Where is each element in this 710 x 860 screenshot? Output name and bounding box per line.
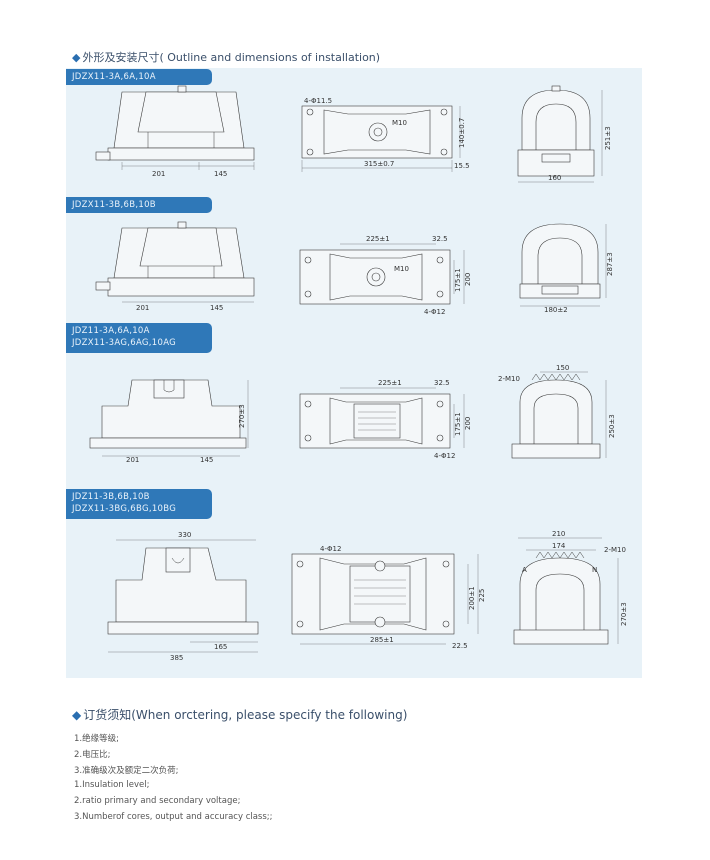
dim-r1-e: 140±0.7 [458, 118, 466, 148]
diamond-bullet-icon: ◆ [72, 51, 81, 64]
order-item-2: 2.电压比; [74, 750, 111, 760]
model-tab-2: JDZX11-3B,6B,10B [66, 197, 212, 213]
dim-r1-a: 201 [152, 170, 165, 178]
dim-r3-e: 32.5 [434, 379, 450, 387]
dim-r3-a: 201 [126, 456, 139, 464]
section-title-text: 外形及安装尺寸( Outline and dimensions of insta… [82, 51, 381, 64]
dim-r4-a: 330 [178, 531, 191, 539]
section-title-ordering: ◆订货须知(When orctering, please specify the… [72, 706, 407, 723]
dim-r2-g: 200 [464, 273, 472, 286]
diamond-bullet-icon: ◆ [72, 708, 82, 722]
row3-side-view: 2-M10 150 250±3 [498, 364, 616, 459]
row2-top-view: 225±1 32.5 M10 175±1 200 4-Φ12 [299, 235, 472, 316]
dim-r3-d: 225±1 [378, 379, 402, 387]
row4-front-view: 330 165 385 [107, 531, 259, 662]
dim-r1-d: M10 [392, 119, 407, 127]
model-tab-3-line1: JDZ11-3A,6A,10A [72, 326, 150, 336]
row2-front-view: 201 145 [95, 221, 255, 312]
model-tab-1-line1: JDZX11-3A,6A,10A [72, 72, 156, 82]
dim-r2-e: M10 [394, 265, 409, 273]
order-item-3: 3.准确级次及额定二次负荷; [74, 766, 179, 776]
row1-front-view: 201 145 [95, 85, 255, 178]
dim-r3-b: 145 [200, 456, 213, 464]
dim-r1-c: 4-Φ11.5 [304, 97, 332, 105]
model-tab-1: JDZX11-3A,6A,10A [66, 69, 212, 85]
dim-r4-i: 210 [552, 530, 565, 538]
dim-r1-i: 160 [548, 174, 561, 182]
dim-r1-h: 251±3 [604, 126, 612, 150]
row4-top-view: 4-Φ12 200±1 225 285±1 22.5 [291, 545, 486, 650]
dim-r4-d: 4-Φ12 [320, 545, 341, 553]
dim-r2-d: 32.5 [432, 235, 448, 243]
model-tab-4-line2: JDZX11-3BG,6BG,10BG [72, 504, 177, 514]
dim-r2-f: 175±1 [454, 268, 462, 292]
dim-r1-b: 145 [214, 170, 227, 178]
dim-r4-l: A [522, 566, 527, 574]
order-item-1: 1.绝缘等级; [74, 734, 119, 744]
dim-r4-f: 225 [478, 589, 486, 602]
dim-r2-h: 4-Φ12 [424, 308, 445, 316]
dim-r3-k: 250±3 [608, 414, 616, 438]
dim-r2-a: 201 [136, 304, 149, 312]
section-title-ordering-text: 订货须知(When orctering, please specify the … [83, 708, 408, 722]
dim-r4-b: 165 [214, 643, 227, 651]
dim-r3-g: 200 [464, 417, 472, 430]
dim-r1-g: 15.5 [454, 162, 470, 170]
dim-r2-b: 145 [210, 304, 223, 312]
dim-r4-g: 285±1 [370, 636, 394, 644]
dim-r4-c: 385 [170, 654, 183, 662]
row3-front-view: 270±3 201 145 [89, 379, 249, 464]
dim-r4-k: 2-M10 [604, 546, 626, 554]
row2-side-view: 287±3 180±2 [519, 223, 614, 314]
dim-r4-e: 200±1 [468, 586, 476, 610]
dim-r3-j: 150 [556, 364, 569, 372]
model-tab-4: JDZ11-3B,6B,10B JDZX11-3BG,6BG,10BG [66, 489, 212, 519]
model-tab-3-line2: JDZX11-3AG,6AG,10AG [72, 338, 177, 348]
row4-side-view: 210 174 2-M10 A N 270±3 [513, 530, 628, 645]
dim-r3-i: 2-M10 [498, 375, 520, 383]
row1-top-view: 4-Φ11.5 M10 140±0.7 315±0.7 15.5 [301, 97, 470, 172]
dim-r4-n: 270±3 [620, 602, 628, 626]
order-item-5: 2.ratio primary and secondary voltage; [74, 796, 241, 806]
model-tab-2-line1: JDZX11-3B,6B,10B [72, 200, 156, 210]
dim-r3-h: 4-Φ12 [434, 452, 455, 460]
dim-r3-f: 175±1 [454, 412, 462, 436]
dim-r1-f: 315±0.7 [364, 160, 394, 168]
dim-r2-c: 225±1 [366, 235, 390, 243]
order-item-4: 1.Insulation level; [74, 780, 150, 790]
dim-r3-c: 270±3 [238, 404, 246, 428]
model-tab-3: JDZ11-3A,6A,10A JDZX11-3AG,6AG,10AG [66, 323, 212, 353]
dim-r4-j: 174 [552, 542, 566, 550]
order-item-6: 3.Numberof cores, output and accuracy cl… [74, 812, 273, 822]
model-tab-4-line1: JDZ11-3B,6B,10B [72, 492, 150, 502]
section-title-outline: ◆外形及安装尺寸( Outline and dimensions of inst… [72, 49, 380, 65]
dim-r4-m: N [592, 566, 597, 574]
row3-top-view: 225±1 32.5 175±1 200 4-Φ12 [299, 379, 472, 460]
dim-r2-i: 287±3 [606, 252, 614, 276]
dim-r4-h: 22.5 [452, 642, 468, 650]
row1-side-view: 251±3 160 [517, 85, 612, 183]
dim-r2-j: 180±2 [544, 306, 568, 314]
